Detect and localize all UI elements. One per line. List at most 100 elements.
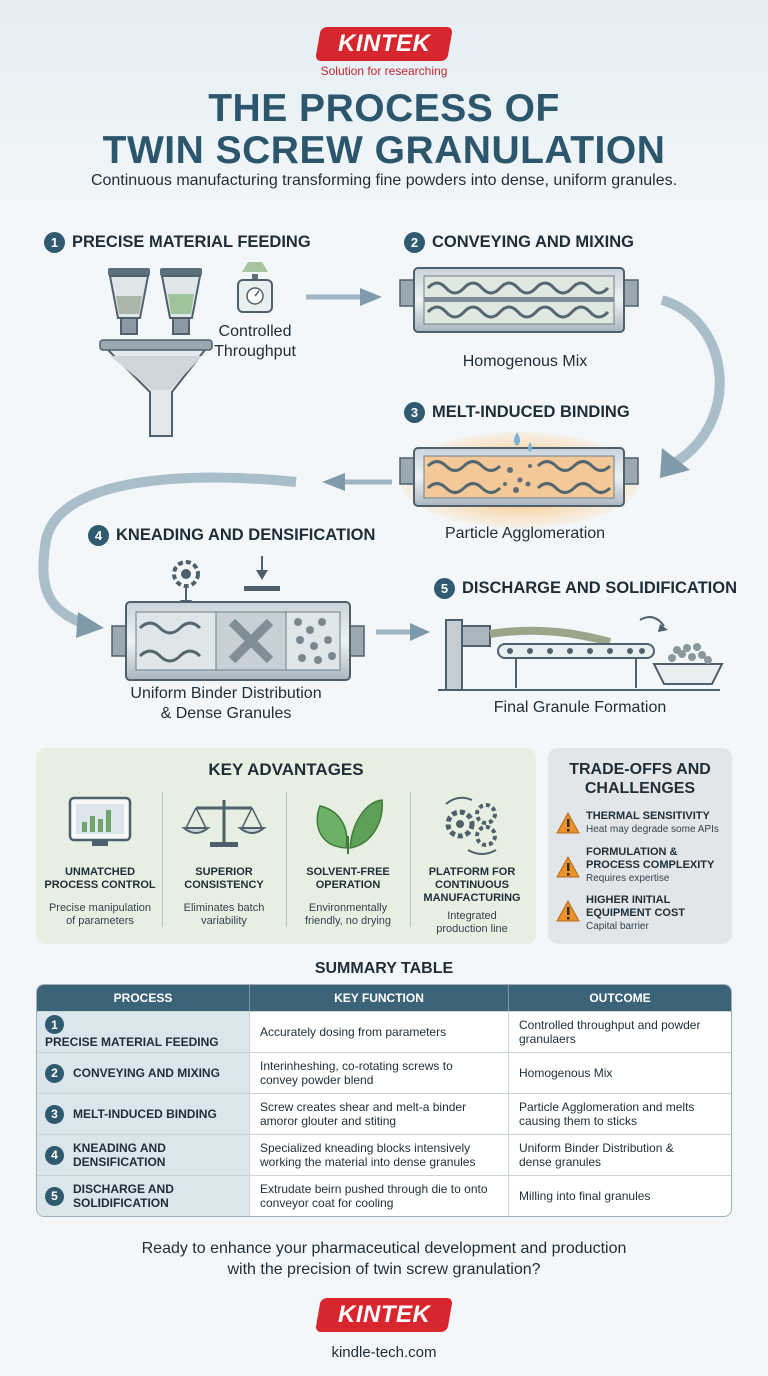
step-1-caption-line-2: Throughput (214, 343, 296, 360)
row-number-badge: 4 (45, 1145, 64, 1165)
step-2-caption: Homogenous Mix (462, 353, 588, 370)
advantages-divider (410, 792, 411, 927)
outcome-line-2: causing them to sticks (519, 1114, 638, 1128)
step-1-title: PRECISE MATERIAL FEEDING (72, 233, 311, 251)
advantages-divider (162, 792, 163, 927)
balance-scale-icon (181, 800, 267, 847)
column-header-outcome: OUTCOME (509, 985, 731, 1011)
advantage-4-desc-line-1: Integrated (447, 910, 497, 922)
tradeoff-2-heading-line-2: PROCESS COMPLEXITY (586, 859, 715, 871)
function-line-2: amoror glouter and stiting (260, 1114, 397, 1128)
kneading-illustration (111, 556, 365, 681)
advantage-1-desc-line-2: of parameters (66, 915, 134, 927)
row-number-badge: 3 (45, 1104, 64, 1124)
advantage-2-desc-line-2: variability (201, 915, 247, 927)
outcome-line-1: Uniform Binder Distribution & (519, 1141, 674, 1155)
outcome-cell: Homogenous Mix (509, 1052, 731, 1093)
process-cell: 3 MELT-INDUCED BINDING (37, 1093, 250, 1134)
function-line-2: conveyor coat for cooling (260, 1196, 394, 1210)
advantage-3-heading-line-1: SOLVENT-FREE (306, 866, 390, 878)
outcome-line-1: Homogenous Mix (519, 1066, 613, 1080)
leaf-icon (316, 799, 383, 854)
step-3-badge: 3 (404, 402, 425, 423)
row-number-badge: 2 (45, 1063, 64, 1083)
step-3-heading: 3 MELT-INDUCED BINDING (404, 402, 630, 423)
warning-icon (556, 856, 580, 878)
column-header-key-function: KEY FUNCTION (250, 985, 509, 1011)
outcome-line-1: Milling into final granules (519, 1189, 651, 1203)
function-cell: Extrudate beirn pushed through die to on… (250, 1175, 509, 1216)
footer-brand-logo-text: KINTEK (337, 1301, 431, 1328)
tradeoff-3-heading-line-1: HIGHER INITIAL (586, 894, 671, 906)
page-subtitle: Continuous manufacturing transforming fi… (90, 172, 678, 189)
advantage-2-desc-line-1: Eliminates batch (183, 902, 265, 914)
table-row: 3 MELT-INDUCED BINDING Screw creates shea… (37, 1093, 731, 1134)
melt-binding-illustration (399, 432, 640, 528)
advantage-2-heading-line-2: CONSISTENCY (184, 879, 264, 891)
tradeoff-1-desc: Heat may degrade some APIs (586, 824, 719, 835)
step-1-badge: 1 (44, 232, 65, 253)
table-row: 1PRECISE MATERIAL FEEDING Accurately dos… (37, 1011, 731, 1052)
cta-line-2: with the precision of twin screw granula… (227, 1261, 541, 1278)
footer-brand-logo[interactable]: KINTEK (315, 1298, 453, 1332)
conveyor-illustration (438, 616, 724, 691)
tradeoffs-title-line-1: TRADE-OFFS AND (569, 761, 711, 778)
tradeoff-2-heading-line-1: FORMULATION & (586, 846, 678, 858)
step-3-title: MELT-INDUCED BINDING (432, 403, 630, 421)
summary-table: PROCESS KEY FUNCTION OUTCOME 1PRECISE MA… (36, 984, 732, 1217)
gears-cycle-icon (445, 796, 497, 855)
function-line-2: working the material into dense granules (260, 1155, 476, 1169)
tradeoff-2-desc: Requires expertise (586, 873, 670, 884)
scale-icon (237, 262, 273, 313)
table-header-row: PROCESS KEY FUNCTION OUTCOME (37, 985, 731, 1011)
step-4-caption-line-2: & Dense Granules (160, 705, 292, 722)
function-line-1: Extrudate beirn pushed through die to on… (260, 1182, 488, 1196)
flow-arrow-2-to-3 (660, 295, 725, 467)
advantage-4-heading-line-1: PLATFORM FOR (428, 866, 516, 878)
cta-line-1: Ready to enhance your pharmaceutical dev… (141, 1240, 627, 1257)
row-number-badge: 5 (45, 1186, 64, 1206)
key-advantages-title: KEY ADVANTAGES (208, 760, 364, 779)
advantage-1-heading-line-2: PROCESS CONTROL (44, 879, 156, 891)
column-header-process: PROCESS (37, 985, 250, 1011)
tradeoff-process-complexity: FORMULATION &PROCESS COMPLEXITY Requires … (586, 846, 730, 885)
process-name: PRECISE MATERIAL FEEDING (45, 1034, 219, 1049)
warning-icon (556, 812, 580, 834)
advantage-2-heading-line-1: SUPERIOR (195, 866, 253, 878)
process-name-line-1: DISCHARGE AND (73, 1182, 174, 1196)
process-name: MELT-INDUCED BINDING (73, 1107, 217, 1121)
outcome-cell: Milling into final granules (509, 1175, 731, 1216)
tradeoff-3-desc: Capital barrier (586, 921, 649, 932)
function-line-2: convey powder blend (260, 1073, 374, 1087)
website-link[interactable]: kindle-tech.com (331, 1344, 437, 1361)
tradeoff-3-heading-line-2: EQUIPMENT COST (586, 907, 686, 919)
advantage-4-desc-line-2: production line (436, 923, 508, 935)
step-1-caption-line-1: Controlled (218, 323, 292, 340)
step-4-title: KNEADING AND DENSIFICATION (116, 526, 376, 544)
step-4-caption: Uniform Binder Distribution& Dense Granu… (96, 684, 356, 724)
advantage-3-desc-line-1: Environmentally (308, 902, 388, 914)
call-to-action: Ready to enhance your pharmaceutical dev… (0, 1238, 768, 1280)
brand-tagline: Solution for researching (320, 64, 448, 78)
function-line-1: Interinheshing, co-rotating screws to (260, 1059, 453, 1073)
advantage-1-heading-line-1: UNMATCHED (64, 866, 136, 878)
